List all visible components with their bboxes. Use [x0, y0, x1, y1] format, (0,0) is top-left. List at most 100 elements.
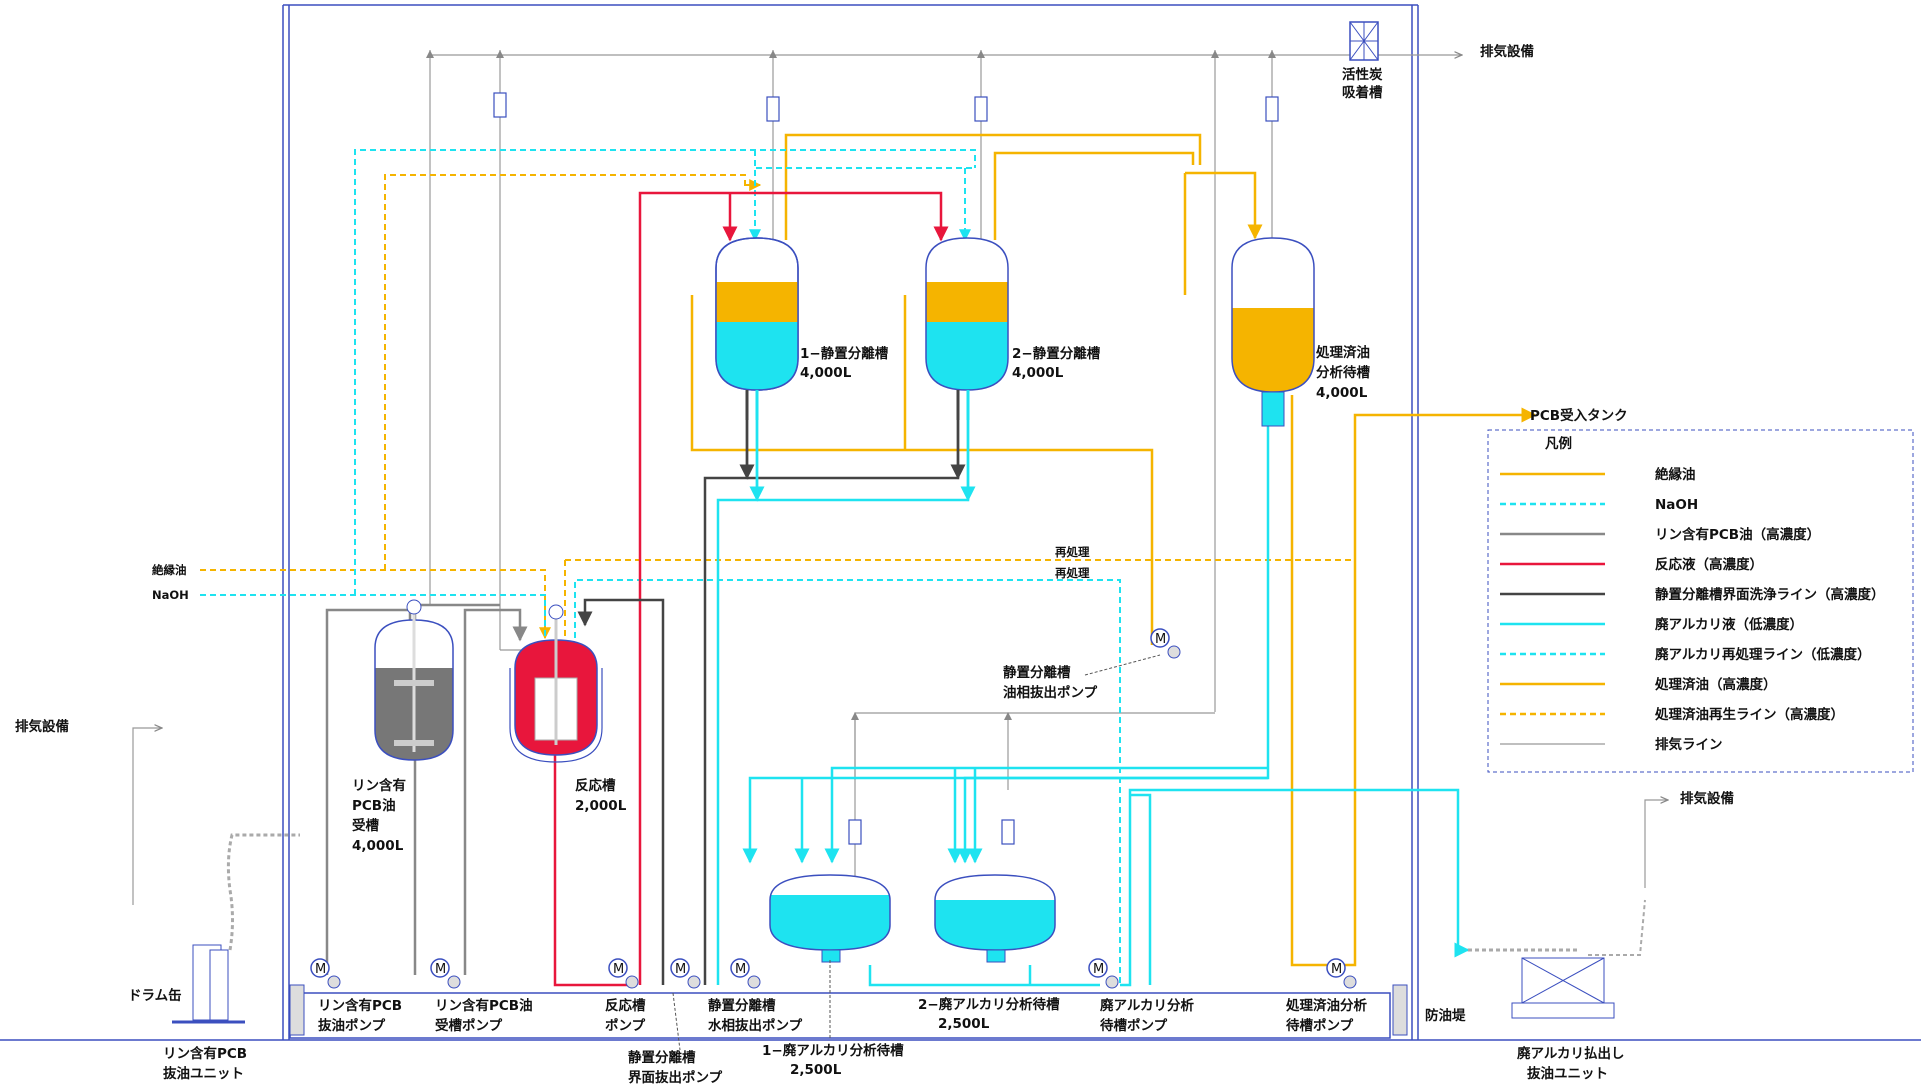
pcb-receive-capacity: 4,000L	[352, 838, 404, 854]
alkali-unit-label-1: 廃アルカリ払出し	[1517, 1045, 1624, 1062]
motor-letter: M	[1093, 962, 1104, 977]
pump-icon	[1105, 975, 1119, 989]
motor-letter: M	[435, 962, 446, 977]
pcb-extract-pump-2: 抜油ポンプ	[318, 1017, 386, 1034]
interface-pump-1: 静置分離槽	[628, 1049, 696, 1066]
oil-phase-pump-2: 油相抜出ポンプ	[1003, 684, 1098, 701]
pump-icon	[747, 975, 761, 989]
motor-letter: M	[1155, 632, 1166, 647]
settle-tank-1	[715, 237, 799, 420]
legend: 絶縁油NaOHリン含有PCB油（高濃度）反応液（高濃度）静置分離槽界面洗浄ライン…	[1487, 429, 1914, 773]
reactor-capacity: 2,000L	[575, 798, 627, 814]
drum-unit	[172, 833, 300, 1024]
legend-label: 廃アルカリ再処理ライン（低濃度）	[1655, 646, 1870, 663]
pcb-receive-tank	[374, 599, 454, 761]
exhaust-filters	[493, 92, 1279, 845]
pcb-receive-pump-2: 受槽ポンプ	[435, 1017, 503, 1034]
wash-lines	[577, 420, 966, 985]
exhaust-top-label: 排気設備	[1480, 43, 1534, 60]
pump-icon	[687, 975, 701, 989]
alkali-unit-label-2: 抜油ユニット	[1527, 1065, 1608, 1082]
pcb-receive-name-3: 受槽	[352, 817, 379, 834]
reaction-lines	[553, 191, 949, 987]
legend-label: リン含有PCB油（高濃度）	[1655, 526, 1820, 543]
pcb-receive-name-1: リン含有	[352, 777, 406, 794]
pump-icon	[1167, 645, 1181, 659]
settle1-name: 1−静置分離槽	[800, 345, 889, 362]
motor-icon	[1326, 958, 1346, 978]
labels: 排気設備 排気設備 排気設備 活性炭 吸着槽 1−静置分離槽 4,000L 2−…	[15, 43, 1734, 1086]
reactor-name: 反応槽	[575, 777, 616, 794]
motor-icon	[1150, 628, 1170, 648]
legend-label: 排気ライン	[1655, 736, 1723, 753]
settle1-capacity: 4,000L	[800, 365, 852, 381]
motor-letter: M	[675, 962, 686, 977]
pcb-receive-pump-1: リン含有PCB油	[435, 997, 533, 1014]
waste-alkali-tank-1	[769, 874, 891, 963]
reactor-tank	[509, 604, 603, 763]
leader-lines	[672, 654, 1161, 1051]
treated-analysis-pump-1: 処理済油分析	[1285, 997, 1367, 1014]
pump-icon	[1343, 975, 1357, 989]
carbon-label-1: 活性炭	[1342, 66, 1383, 83]
alkali-unload-unit	[1468, 899, 1646, 1019]
treated-oil-tank	[1231, 237, 1315, 427]
pcb-tank-output: PCB受入タンク	[1530, 407, 1628, 424]
pump-icon	[327, 975, 341, 989]
legend-label: NaOH	[1655, 497, 1698, 513]
waste-alkali-lines	[716, 420, 1470, 987]
exhaust-left-label: 排気設備	[15, 718, 69, 735]
waste-analysis-pump-2: 待槽ポンプ	[1100, 1017, 1168, 1034]
pump-icon	[447, 975, 461, 989]
rework-label-2: 再処理	[1055, 566, 1090, 580]
legend-items: 絶縁油NaOHリン含有PCB油（高濃度）反応液（高濃度）静置分離槽界面洗浄ライン…	[1500, 466, 1885, 753]
legend-label: 処理済油再生ライン（高濃度）	[1654, 706, 1844, 723]
legend-title: 凡例	[1545, 435, 1572, 452]
settle-tank-2	[925, 237, 1009, 420]
oil-input-label: 絶縁油	[152, 563, 187, 577]
motor-letter: M	[315, 962, 326, 977]
oil-dike-walls	[289, 984, 1408, 1036]
waste-analysis-pump-1: 廃アルカリ分析	[1100, 997, 1194, 1014]
carbon-label-2: 吸着槽	[1342, 84, 1383, 101]
waste1-capacity: 2,500L	[790, 1062, 842, 1078]
motor-icon	[670, 958, 690, 978]
motor-icon	[1088, 958, 1108, 978]
water-phase-pump-2: 水相抜出ポンプ	[708, 1017, 803, 1034]
waste1-name: 1−廃アルカリ分析待槽	[762, 1042, 904, 1059]
pump-icon	[625, 975, 639, 989]
pump-symbols: M M M M M M M M	[310, 628, 1357, 989]
activated-carbon-adsorber	[1349, 21, 1379, 61]
naoh-input-label: NaOH	[152, 588, 189, 602]
legend-label: 反応液（高濃度）	[1655, 556, 1763, 573]
motor-letter: M	[613, 962, 624, 977]
legend-label: 処理済油（高濃度）	[1654, 676, 1777, 693]
legend-label: 絶縁油	[1655, 466, 1696, 483]
drum-label: ドラム缶	[128, 987, 182, 1004]
insulating-oil-lines	[690, 133, 1537, 967]
pcb-extract-pump-1: リン含有PCB	[318, 997, 402, 1014]
waste-alkali-tank-2	[934, 874, 1056, 963]
motor-icon	[608, 958, 628, 978]
pcb-unit-label-2: 抜油ユニット	[163, 1065, 244, 1082]
treated-capacity: 4,000L	[1316, 385, 1368, 401]
treated-analysis-pump-2: 待槽ポンプ	[1286, 1017, 1354, 1034]
rework-label-1: 再処理	[1055, 545, 1090, 559]
treated-name-2: 分析待槽	[1316, 364, 1370, 381]
motor-icon	[430, 958, 450, 978]
legend-label: 廃アルカリ液（低濃度）	[1655, 616, 1803, 633]
naoh-lines	[200, 149, 1121, 985]
motor-letter: M	[735, 962, 746, 977]
reactor-pump-1: 反応槽	[605, 997, 646, 1014]
settle2-name: 2−静置分離槽	[1012, 345, 1101, 362]
waste2-name: 2−廃アルカリ分析待槽	[918, 996, 1060, 1013]
motor-icon	[730, 958, 750, 978]
dike-label: 防油堤	[1425, 1007, 1466, 1024]
reactor-pump-2: ポンプ	[605, 1017, 646, 1034]
exhaust-right-label: 排気設備	[1680, 790, 1734, 807]
motor-icon	[310, 958, 330, 978]
pcb-unit-label-1: リン含有PCB	[163, 1045, 247, 1062]
motor-letter: M	[1331, 962, 1342, 977]
